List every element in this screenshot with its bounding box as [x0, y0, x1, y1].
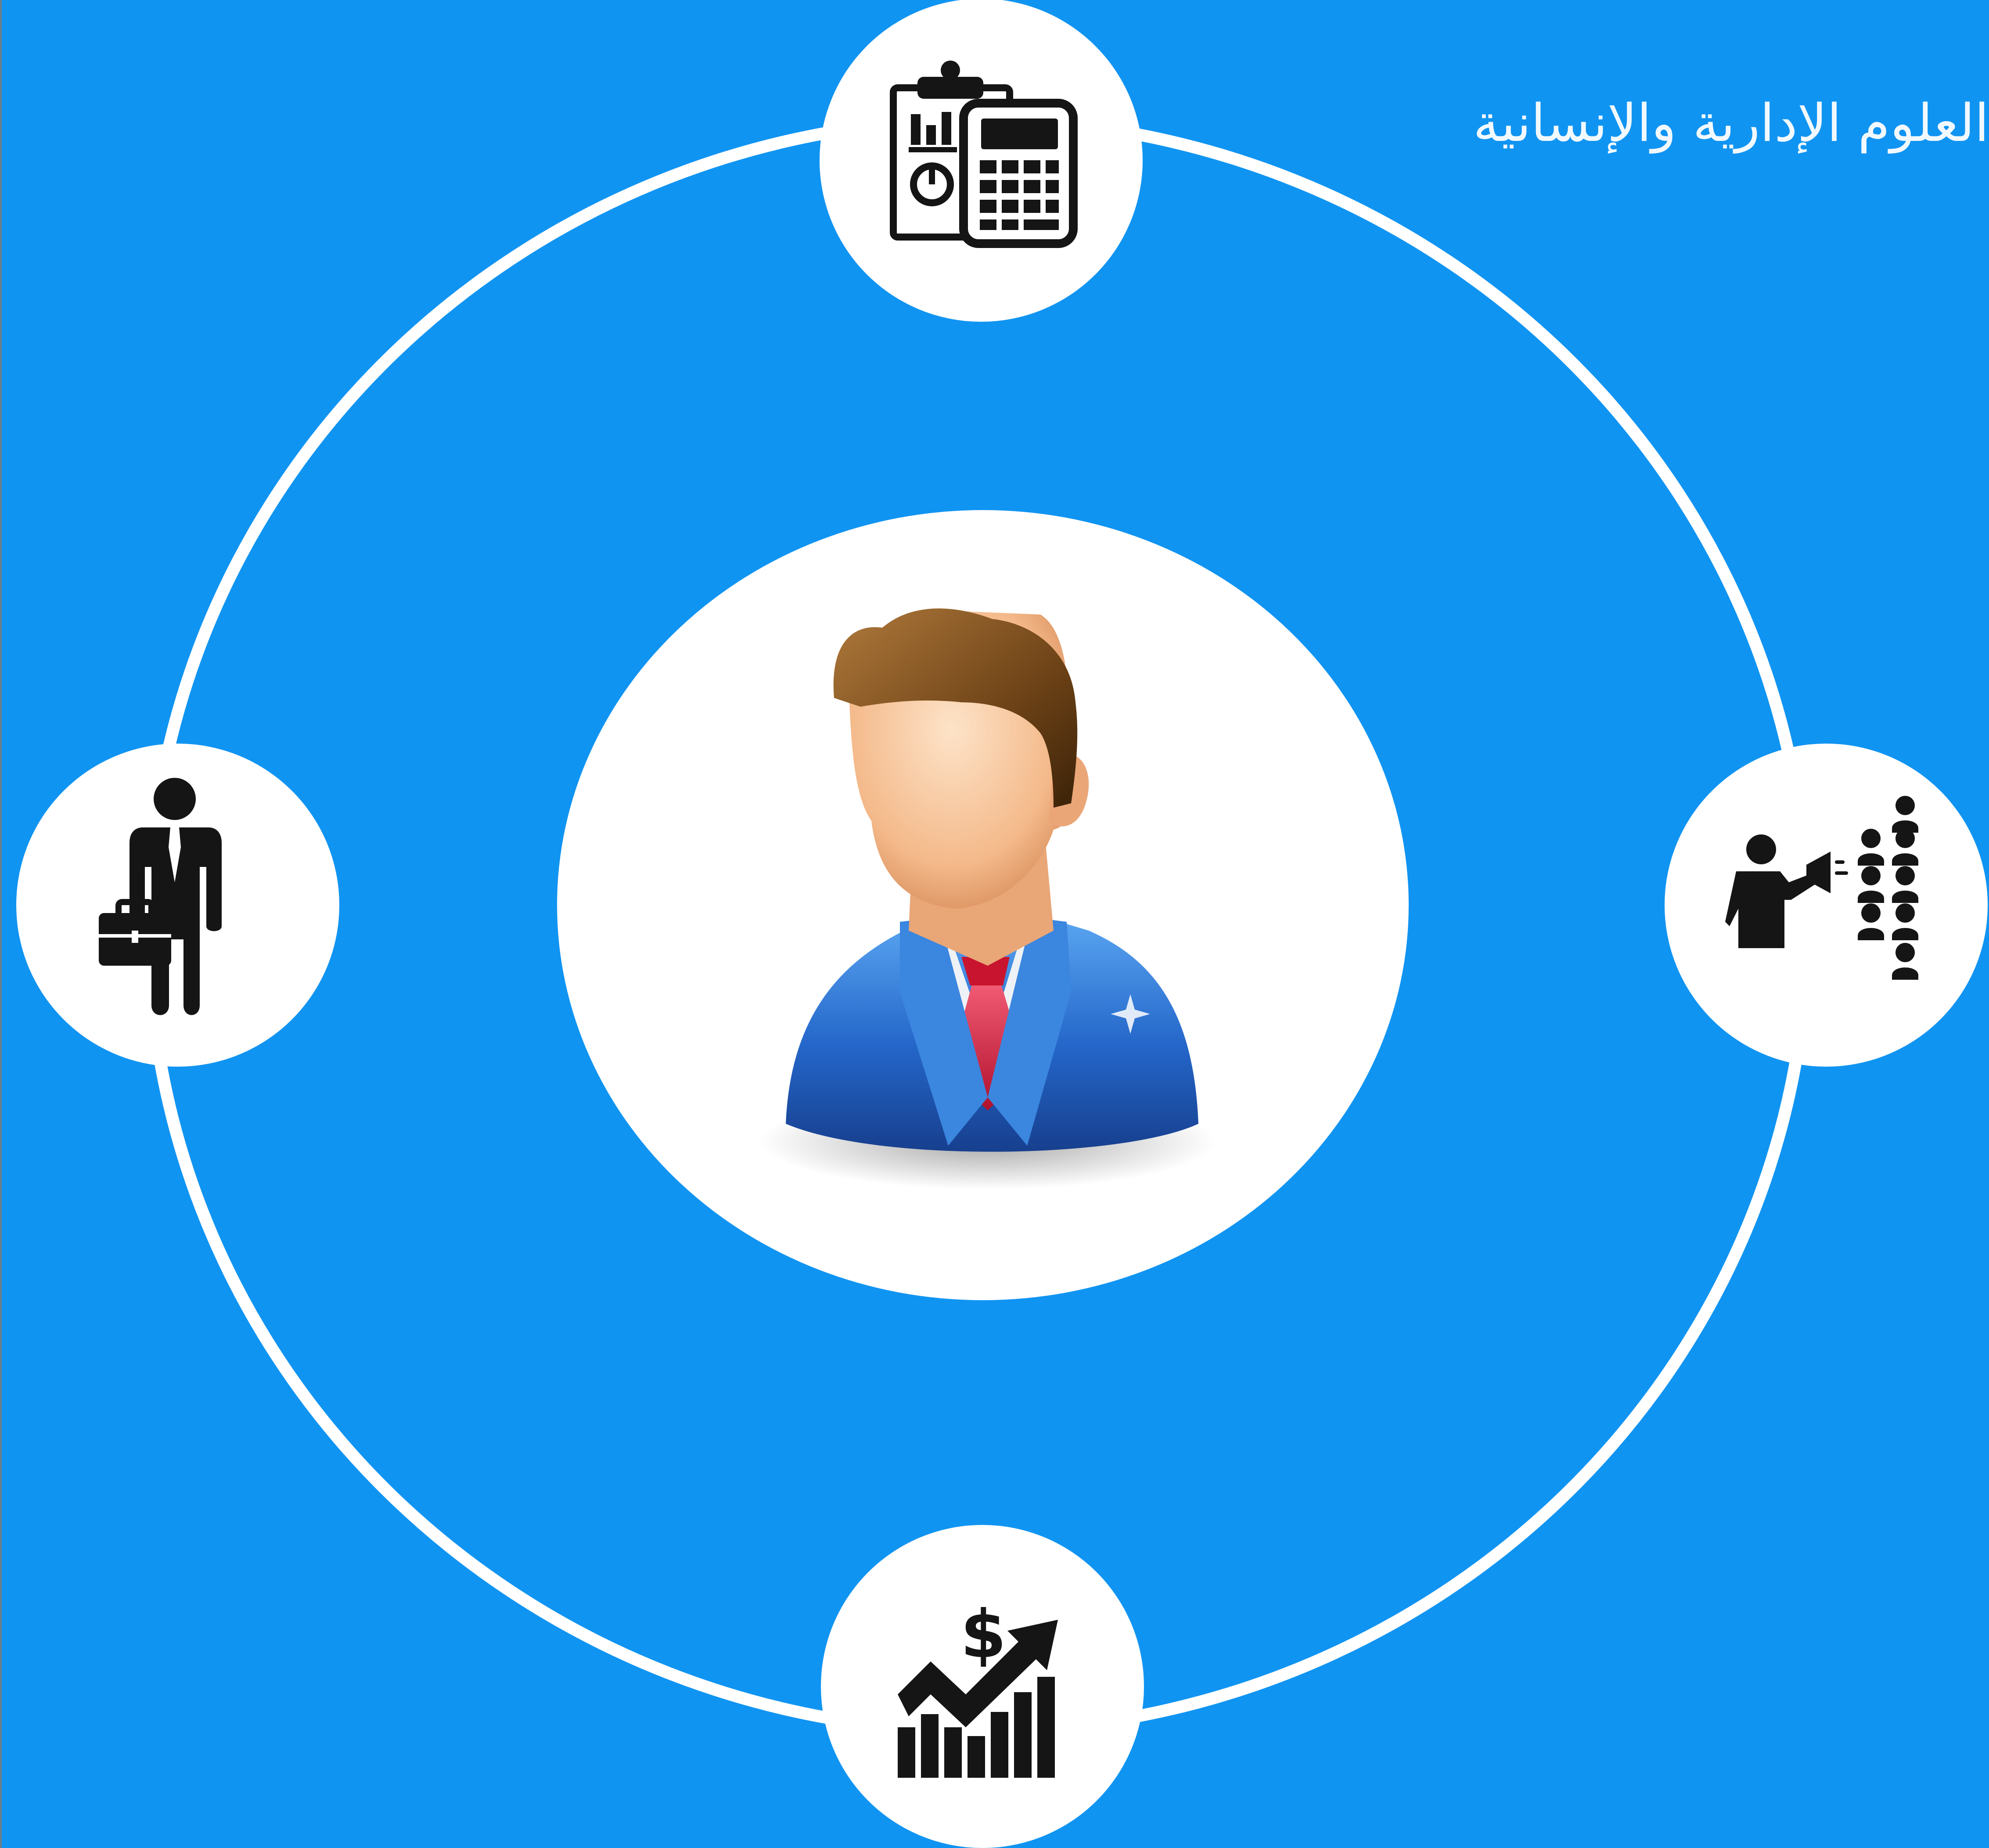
svg-text:$: $: [960, 1596, 1006, 1673]
left-edge-strip: [0, 0, 2, 1848]
caption-text: العلوم الإدارية والإنسانية: [1473, 93, 1989, 153]
node-top: [820, 0, 1143, 322]
center-node: [557, 510, 1409, 1300]
node-right: [1665, 744, 1988, 1067]
businessman-briefcase-icon: [99, 778, 222, 1015]
businessman-avatar-icon: [759, 608, 1216, 1190]
dollar-growth-chart-icon: $: [898, 1596, 1058, 1778]
clipboard-calculator-icon: [890, 61, 1078, 248]
speaker-audience-icon: [1725, 796, 1918, 980]
node-bottom: $: [821, 1525, 1144, 1848]
node-left: [16, 744, 339, 1067]
